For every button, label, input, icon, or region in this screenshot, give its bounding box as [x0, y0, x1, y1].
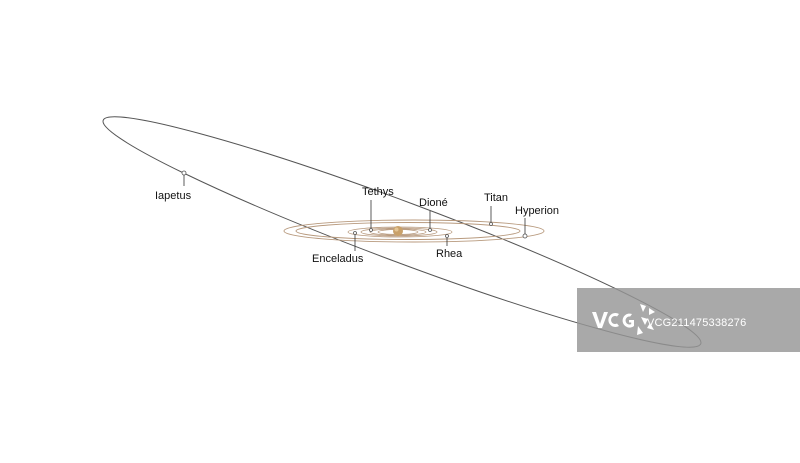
rhea-marker [445, 234, 449, 238]
titan-orbit [295, 222, 521, 240]
dione-marker [428, 228, 432, 232]
tethys-label: Tethys [362, 186, 394, 198]
titan-marker [489, 222, 493, 226]
hyperion-orbit [283, 219, 545, 243]
hyperion-label: Hyperion [515, 205, 559, 217]
tethys-marker [369, 228, 373, 232]
enceladus-marker [353, 231, 357, 235]
hyperion-marker [522, 233, 528, 239]
dione-label: Dioné [419, 197, 448, 209]
vcg-logo-mark [592, 304, 655, 335]
iapetus-label: Iapetus [155, 190, 192, 202]
saturn-icon [393, 226, 403, 236]
watermark-caption: VCG211475338276 [647, 317, 747, 329]
rhea-label: Rhea [436, 248, 463, 260]
vcg-watermark: VCG211475338276 [577, 288, 800, 352]
titan-label: Titan [484, 192, 508, 204]
iapetus-marker [181, 170, 187, 176]
enceladus-label: Enceladus [312, 253, 364, 265]
